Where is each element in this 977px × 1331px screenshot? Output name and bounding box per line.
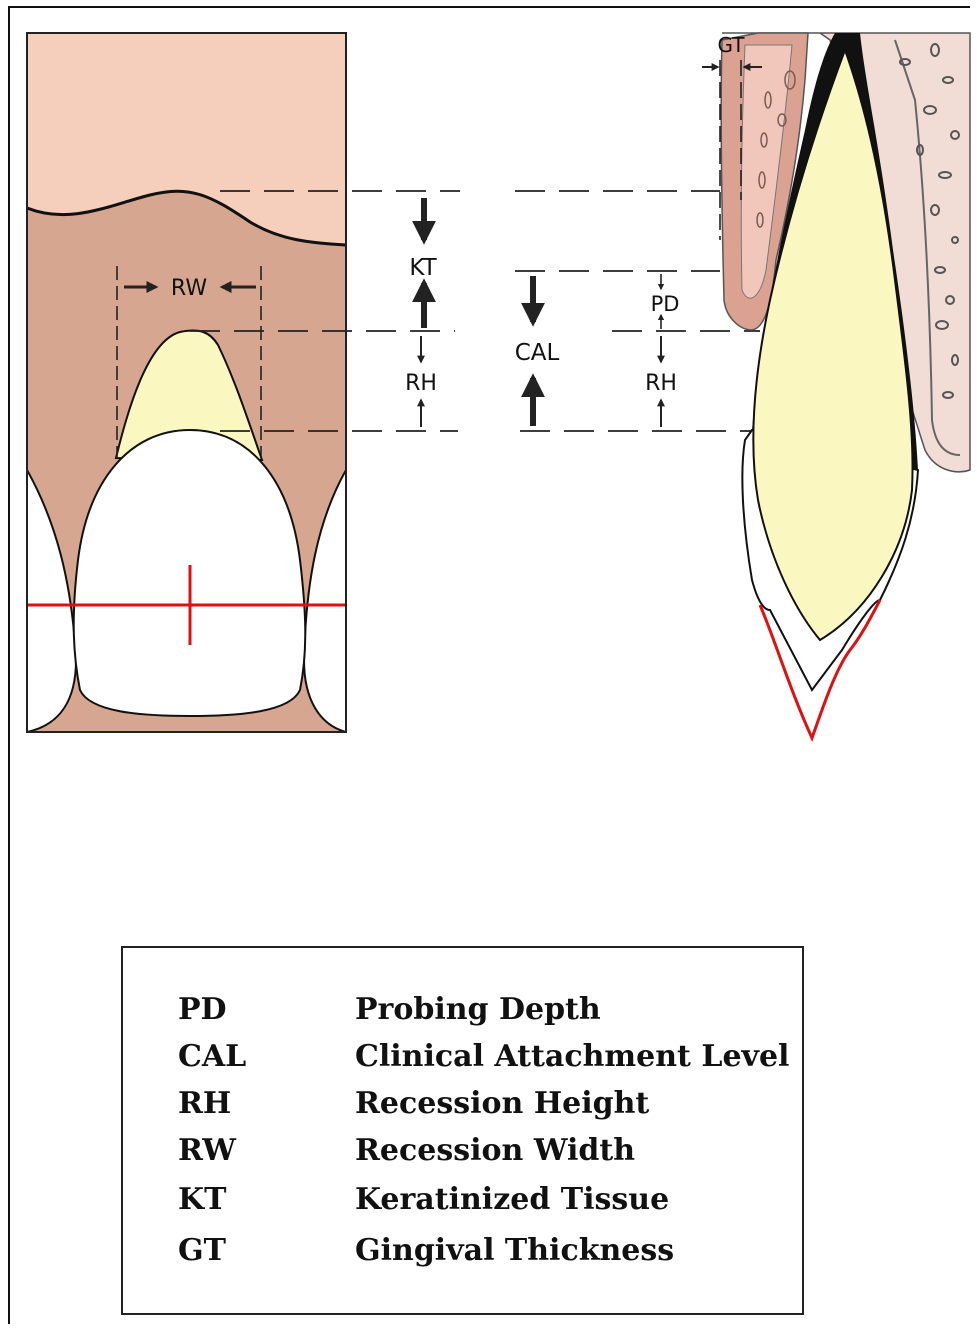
pd-label: PD — [651, 292, 680, 316]
kt-label: KT — [409, 255, 437, 281]
gt-label: GT — [717, 33, 745, 57]
rw-label: RW — [171, 276, 207, 301]
legend-term: RH — [178, 1086, 231, 1121]
legend-term: PD — [178, 992, 227, 1027]
sagittal-view: GT — [702, 33, 970, 738]
legend-definition: Recession Height — [355, 1086, 649, 1121]
legend-term: CAL — [178, 1039, 246, 1074]
legend-term: RW — [178, 1133, 236, 1168]
legend-definition: Keratinized Tissue — [355, 1182, 669, 1217]
legend-box: PD Probing Depth CAL Clinical Attachment… — [121, 946, 804, 1315]
rh-left-label: RH — [405, 371, 437, 396]
legend-term: GT — [178, 1233, 226, 1268]
legend-term: KT — [178, 1182, 226, 1217]
cal-label: CAL — [515, 340, 560, 366]
legend-definition: Clinical Attachment Level — [355, 1039, 789, 1074]
frontal-view-panel — [27, 33, 346, 732]
rh-right-label: RH — [645, 371, 677, 396]
legend-definition: Recession Width — [355, 1133, 635, 1168]
legend-definition: Gingival Thickness — [355, 1233, 674, 1268]
legend-definition: Probing Depth — [355, 992, 601, 1027]
